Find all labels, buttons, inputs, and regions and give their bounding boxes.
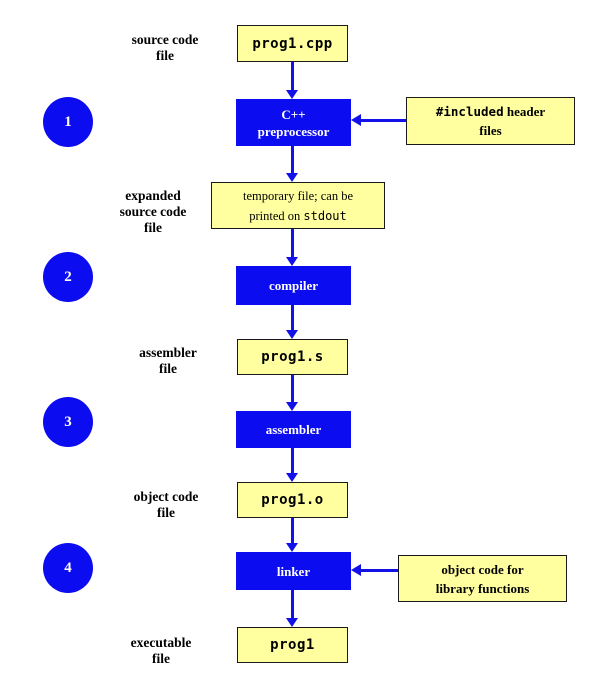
arrowhead-down-icon (286, 257, 298, 266)
arrowhead-left-icon (351, 564, 361, 576)
step-number: 2 (64, 268, 72, 285)
arrowhead-down-icon (286, 402, 298, 411)
arrow-headers-to-preprocessor (360, 119, 406, 122)
arrow-linker-to-executable (291, 590, 294, 619)
process-label-line2: preprocessor (257, 123, 330, 139)
arrowhead-down-icon (286, 330, 298, 339)
label-line: file (157, 505, 175, 520)
arrow-source-to-preprocessor (291, 62, 294, 91)
step-number: 4 (64, 559, 72, 576)
included-headers-line1: #included header (436, 102, 545, 121)
temp-file-line2: printed on stdout (243, 206, 353, 226)
label-line: source code (131, 32, 199, 47)
process-label: compiler (268, 278, 319, 293)
arrow-preprocessor-to-tempfile (291, 146, 294, 174)
process-box-assembler: assembler (236, 411, 351, 448)
label-source-code-file: source code file (90, 32, 240, 64)
arrowhead-down-icon (286, 473, 298, 482)
process-label-line1: C++ (281, 106, 306, 122)
arrow-library-to-linker (360, 569, 398, 572)
file-box-prog1: prog1 (237, 627, 348, 663)
file-name: prog1 (270, 637, 315, 653)
included-rest: header (503, 104, 546, 119)
temp-file-stdout: stdout (303, 208, 347, 223)
library-line1: object code for (441, 561, 524, 577)
label-line: file (159, 361, 177, 376)
file-box-prog1-s: prog1.s (237, 339, 348, 375)
file-box-prog1-cpp: prog1.cpp (237, 25, 348, 62)
step-circle-3: 3 (43, 397, 93, 447)
arrowhead-down-icon (286, 543, 298, 552)
step-circle-4: 4 (43, 543, 93, 593)
arrowhead-left-icon (351, 114, 361, 126)
label-line: executable (130, 635, 192, 650)
process-label: assembler (265, 422, 322, 437)
step-number: 3 (64, 413, 72, 430)
label-line: file (152, 651, 170, 666)
arrowhead-down-icon (286, 173, 298, 182)
included-headers-text: #included header files (436, 102, 545, 140)
arrow-compiler-to-asmfile (291, 305, 294, 331)
step-number: 1 (64, 113, 72, 130)
library-line2: library functions (435, 580, 530, 596)
included-directive: #included (435, 104, 504, 119)
file-box-prog1-o: prog1.o (237, 482, 348, 518)
file-name: prog1.s (261, 349, 324, 365)
arrowhead-down-icon (286, 618, 298, 627)
included-headers-line2: files (479, 123, 502, 138)
temp-file-box: temporary file; can be printed on stdout (211, 182, 385, 229)
arrow-objfile-to-linker (291, 518, 294, 544)
arrow-asmfile-to-assembler (291, 375, 294, 403)
file-name: prog1.o (261, 492, 324, 508)
label-line: file (156, 48, 174, 63)
label-line: source code (119, 204, 187, 219)
arrow-tempfile-to-compiler (291, 229, 294, 258)
label-assembler-file: assembler file (93, 345, 243, 377)
label-line: assembler (139, 345, 197, 360)
label-object-code-file: object code file (91, 489, 241, 521)
process-label: linker (276, 563, 311, 579)
file-name: prog1.cpp (252, 35, 333, 52)
step-circle-1: 1 (43, 97, 93, 147)
process-box-preprocessor: C++ preprocessor (236, 99, 351, 146)
label-line: object code (133, 489, 199, 504)
temp-file-line2-prefix: printed on (249, 208, 304, 223)
library-object-code-box: object code for library functions (398, 555, 567, 602)
label-line: file (144, 220, 162, 235)
process-box-linker: linker (236, 552, 351, 590)
included-headers-box: #included header files (406, 97, 575, 145)
arrow-assembler-to-objfile (291, 448, 294, 474)
step-circle-2: 2 (43, 252, 93, 302)
label-executable-file: executable file (86, 635, 236, 667)
temp-file-text: temporary file; can be printed on stdout (243, 186, 353, 226)
library-object-code-text: object code for library functions (436, 560, 530, 598)
label-expanded-source-code-file: expanded source code file (78, 188, 228, 236)
label-line: expanded (125, 188, 181, 203)
arrowhead-down-icon (286, 90, 298, 99)
temp-file-line1: temporary file; can be (242, 188, 354, 203)
process-box-compiler: compiler (236, 266, 351, 305)
